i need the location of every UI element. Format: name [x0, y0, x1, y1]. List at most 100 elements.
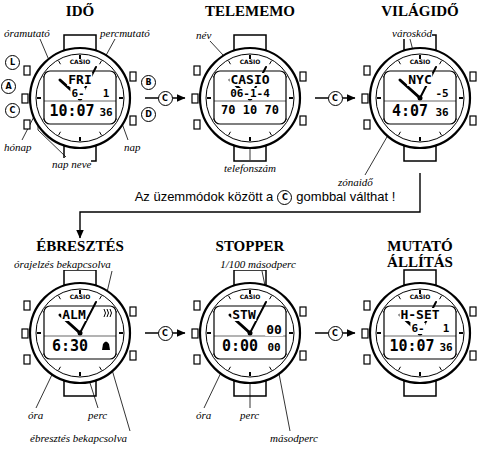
hour-tick: [37, 332, 41, 334]
hour-tick: [399, 61, 401, 64]
hour-tick: [79, 137, 81, 141]
watch-button: [24, 355, 30, 364]
hour-tick: [459, 97, 463, 99]
watch-button: [24, 120, 30, 129]
callout-label: percmutató: [100, 27, 150, 39]
mode-title: VILÁGIDŐ: [355, 3, 485, 19]
watch-button: [194, 355, 200, 364]
hour-tick: [289, 97, 293, 99]
callout-label: másodperc: [270, 432, 318, 444]
watch-button: [194, 120, 200, 129]
brand-logo: CASIO: [410, 58, 431, 65]
hour-tick: [119, 97, 123, 99]
watch-button: [194, 301, 200, 310]
lcd-text: CASIO: [229, 73, 270, 86]
lcd-divider: [214, 101, 286, 102]
watch-button: [130, 307, 136, 316]
hand-pivot: [418, 96, 423, 101]
lcd-text: ALM: [61, 308, 86, 321]
hour-tick: [440, 296, 442, 299]
watch-button: [364, 301, 370, 310]
lcd-display: [384, 306, 456, 359]
watch-bezel: [376, 289, 464, 377]
watch-case: [30, 283, 130, 383]
callout-label: nap neve: [52, 158, 91, 170]
button-letter: C: [277, 190, 292, 205]
lcd-text: 10:07: [388, 339, 435, 354]
callout-label: név: [196, 29, 211, 41]
hour-tick: [440, 132, 442, 135]
hour-tick: [249, 372, 251, 376]
watch-button: [364, 355, 370, 364]
chime-icon: [107, 309, 109, 317]
hour-tick: [229, 132, 231, 135]
lcd-text: 36: [98, 107, 113, 118]
watch-case: [370, 283, 470, 383]
lcd-text: 10:07: [48, 104, 95, 119]
hour-tick: [399, 296, 401, 299]
lcd-text: 36: [434, 107, 449, 118]
watch-button: [22, 329, 28, 338]
watch-button: [362, 94, 368, 103]
hour-tick: [59, 296, 61, 299]
callout-label: ébresztés bekapcsolva: [30, 432, 127, 444]
watch-button: [364, 66, 370, 75]
button-letter: D: [141, 107, 156, 122]
watch-bezel: [206, 289, 294, 377]
hour-tick: [207, 97, 211, 99]
hour-tick: [419, 137, 421, 141]
hour-tick: [399, 132, 401, 135]
lcd-text: 6-: [70, 88, 85, 99]
hour-tick: [100, 296, 102, 299]
lcd-text: -5: [434, 88, 449, 99]
watch-button: [470, 307, 476, 316]
hour-tick: [119, 332, 123, 334]
hour-tick: [37, 97, 41, 99]
hour-tick: [270, 296, 272, 299]
watch-button: [300, 307, 306, 316]
callout-label: óra: [196, 409, 211, 421]
hour-tick: [377, 97, 381, 99]
callout-label: városkód: [392, 27, 432, 39]
watch-button: [130, 351, 136, 360]
callout-label: 1/100 másodperc: [220, 258, 296, 270]
mode-title: STOPPER: [185, 238, 315, 254]
lcd-text: FRI: [67, 73, 92, 86]
watch-case: [30, 48, 130, 148]
callout-label: telefonszám: [224, 162, 276, 174]
lcd-text: 4:07: [391, 104, 429, 119]
hour-tick: [440, 61, 442, 64]
watch-button: [24, 66, 30, 75]
lcd-text: 0:00: [221, 339, 259, 354]
hour-tick: [399, 367, 401, 370]
watch-case: [200, 283, 300, 383]
watch-button: [22, 94, 28, 103]
lcd-divider: [384, 101, 456, 102]
hand-pivot: [248, 331, 253, 336]
callout-label: perc: [88, 409, 107, 421]
lcd-text: 1: [442, 323, 451, 334]
lcd-display: [214, 71, 286, 124]
hour-tick: [229, 367, 231, 370]
watch-bezel: [36, 54, 124, 142]
mode-title: MUTATÓ ÁLLÍTÁS: [355, 238, 485, 270]
watch-button: [364, 120, 370, 129]
lcd-display: [214, 306, 286, 359]
hour-tick: [100, 367, 102, 370]
hour-tick: [377, 332, 381, 334]
lcd-text: 36: [438, 342, 453, 353]
lcd-display: [384, 71, 456, 124]
button-letter: C: [5, 103, 20, 118]
button-letter: C: [328, 326, 343, 341]
button-letter: A: [1, 79, 16, 94]
lcd-divider: [44, 336, 116, 337]
watch-button: [130, 116, 136, 125]
button-letter: C: [328, 91, 343, 106]
mode-switch-note: Az üzemmódok között a: [135, 189, 274, 204]
callout-label: perc: [240, 409, 259, 421]
watch-button: [192, 329, 198, 338]
callout-label: óra: [28, 409, 43, 421]
hour-tick: [289, 332, 293, 334]
callout-label: nap: [124, 141, 141, 153]
